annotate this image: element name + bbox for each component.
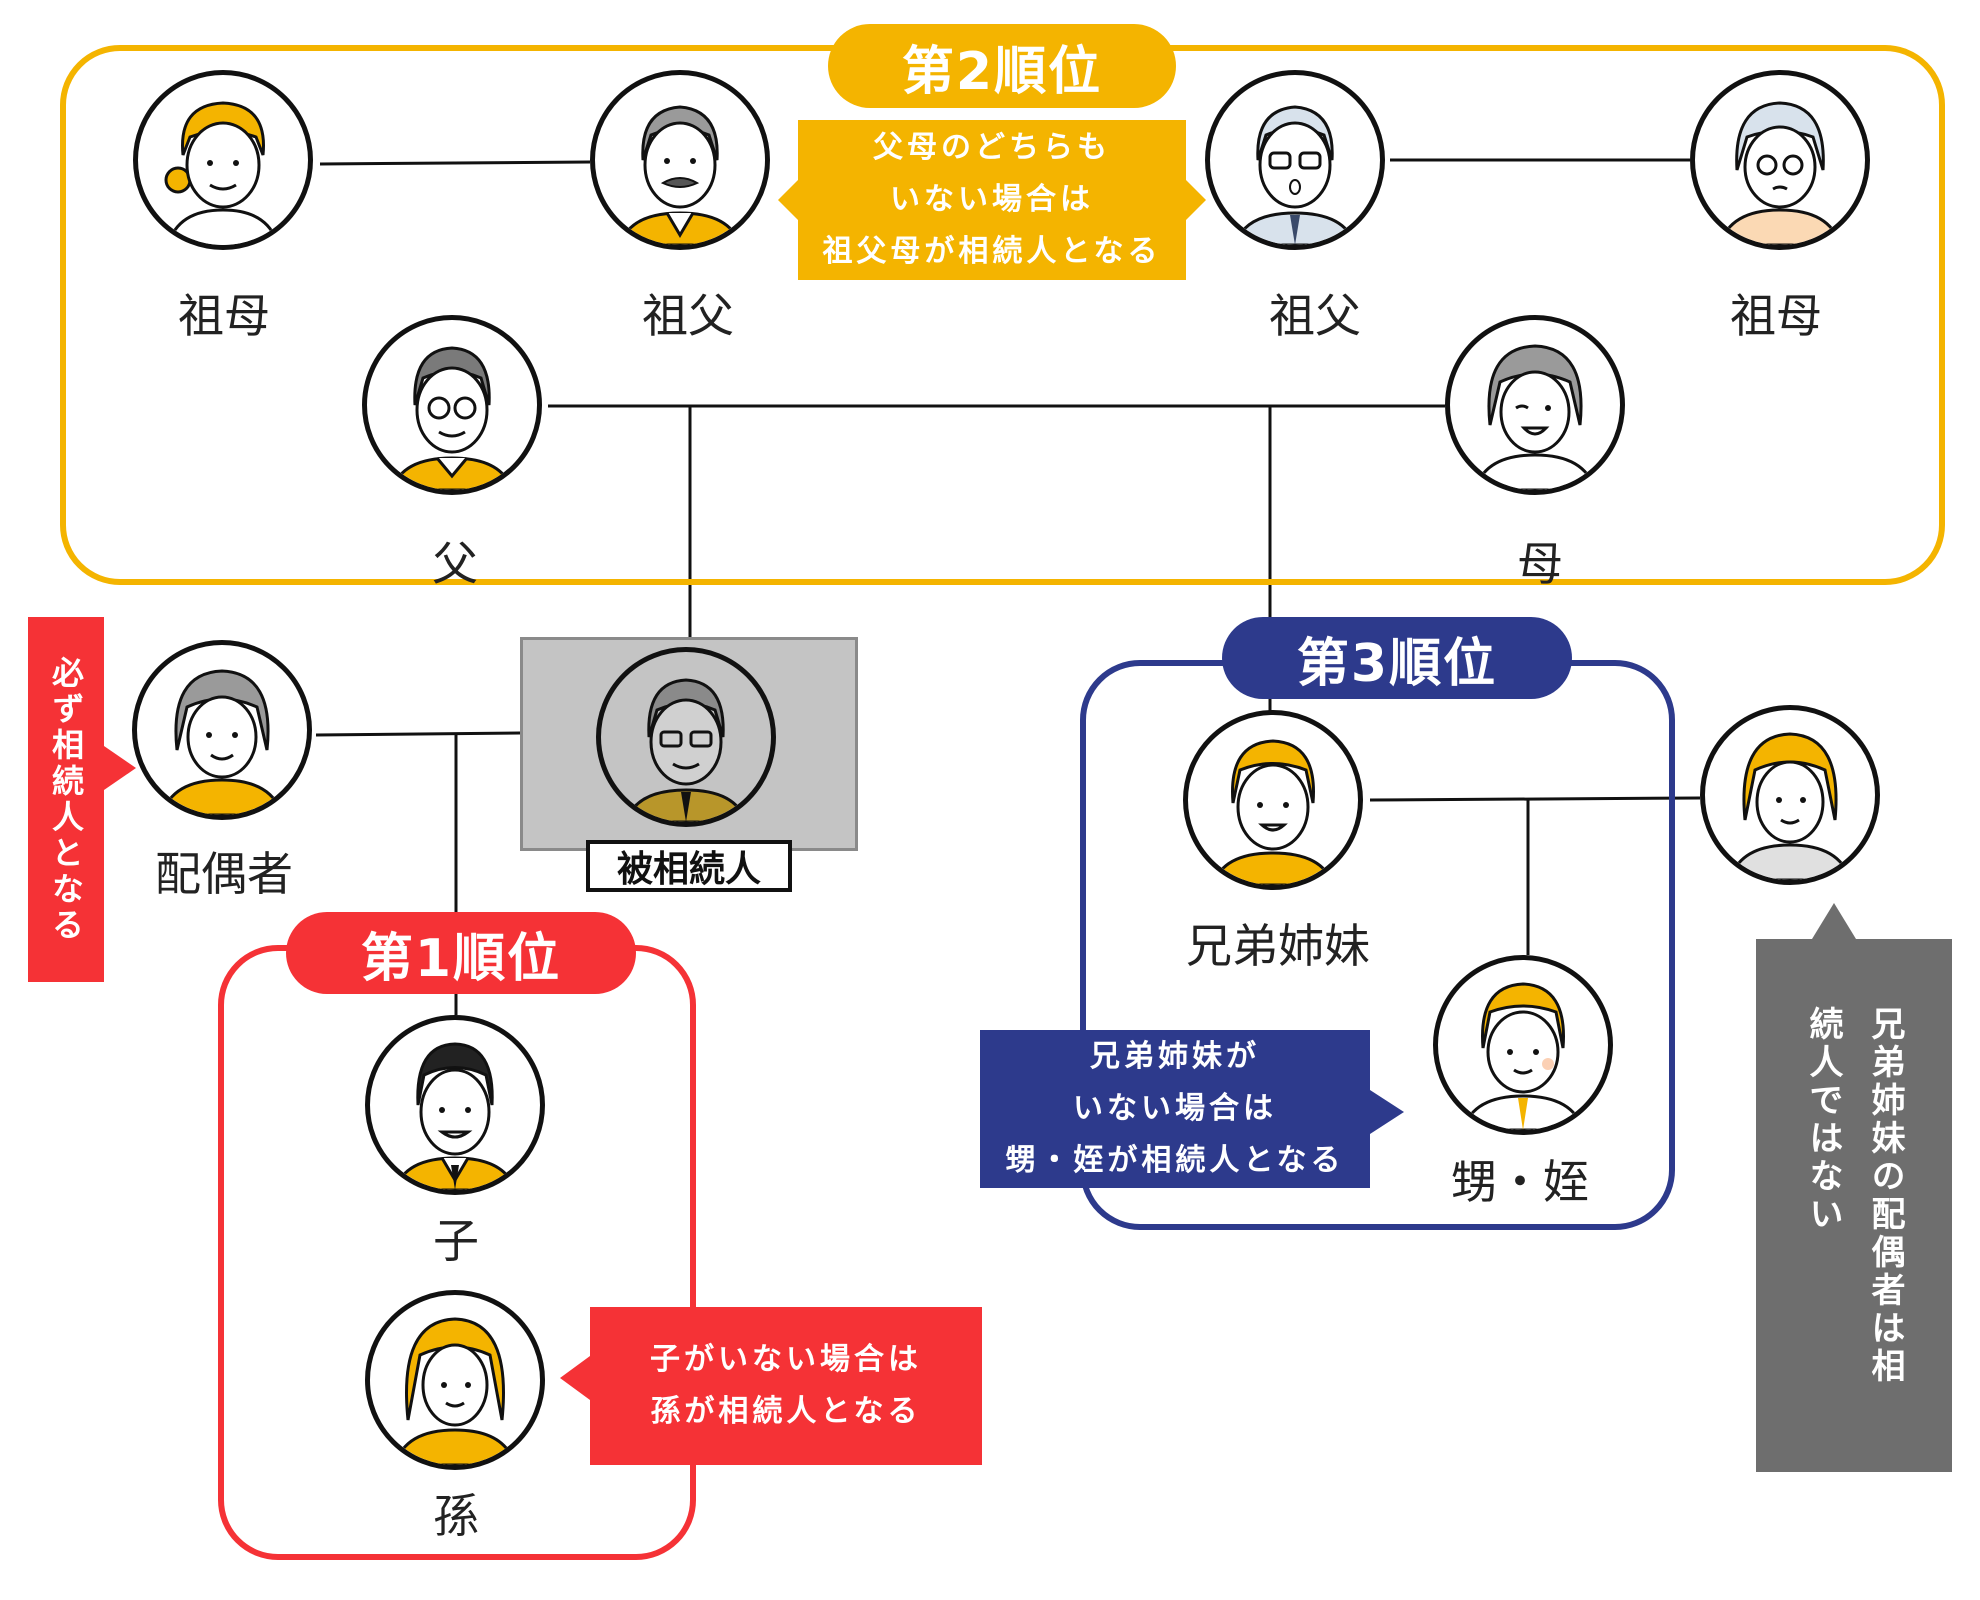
grandparents-paternal-line xyxy=(319,160,591,166)
second-note-arrow-left xyxy=(778,180,798,220)
grandfather-maternal-avatar xyxy=(1205,70,1385,250)
third-rank-badge: 第3順位 xyxy=(1222,617,1572,699)
young-woman-icon xyxy=(1728,732,1852,880)
father-avatar xyxy=(362,315,542,495)
deceased-label-box: 被相続人 xyxy=(586,840,792,892)
mother-label: 母 xyxy=(1517,537,1563,591)
third-note-text: 兄弟姉妹が いない場合は 甥・姪が相続人となる xyxy=(1005,1039,1345,1178)
woman-icon xyxy=(160,669,284,815)
sibling-spouse-note-arrow xyxy=(1812,903,1856,939)
nephew-niece-avatar xyxy=(1433,955,1613,1135)
sibling-spouse-note-text: 兄弟姉妹の配偶者は相続人ではない xyxy=(1803,1005,1905,1386)
boy-icon xyxy=(1461,982,1585,1130)
third-rank-note: 兄弟姉妹が いない場合は 甥・姪が相続人となる xyxy=(980,1030,1370,1188)
first-note-text: 子がいない場合は 孫が相続人となる xyxy=(650,1342,922,1429)
elderly-woman-glasses-icon xyxy=(1718,101,1842,245)
spouse-line xyxy=(315,731,521,737)
elderly-man-mustache-icon xyxy=(618,105,742,245)
grandmother-paternal-avatar xyxy=(133,70,313,250)
spouse-note: 必ず相続人となる xyxy=(28,617,104,982)
man-glasses-icon xyxy=(390,346,514,490)
grandchild-label: 孫 xyxy=(433,1489,479,1543)
mother-avatar xyxy=(1445,315,1625,495)
child-label: 子 xyxy=(433,1214,479,1268)
man-suit-icon xyxy=(393,1042,517,1190)
second-note-text: 父母のどちらも いない場合は 祖父母が相続人となる xyxy=(822,130,1162,269)
spouse-note-arrow xyxy=(104,746,136,790)
elderly-woman-icon xyxy=(164,101,280,245)
spouse-avatar xyxy=(132,640,312,820)
girl-icon xyxy=(393,1317,517,1465)
grandfather-paternal-avatar xyxy=(590,70,770,250)
child-avatar xyxy=(365,1015,545,1195)
grandmother-maternal-label: 祖母 xyxy=(1730,289,1822,343)
sibling-avatar xyxy=(1183,710,1363,890)
sibling-label: 兄弟姉妹 xyxy=(1186,919,1370,973)
sibling-spouse-avatar xyxy=(1700,705,1880,885)
grandfather-paternal-label: 祖父 xyxy=(642,289,734,343)
third-note-arrow xyxy=(1370,1090,1404,1134)
grandmother-maternal-avatar xyxy=(1690,70,1870,250)
spouse-note-text: 必ず相続人となる xyxy=(47,655,85,944)
deceased-avatar xyxy=(596,647,776,827)
second-rank-badge: 第2順位 xyxy=(828,24,1176,108)
deceased-label: 被相続人 xyxy=(616,849,761,890)
woman-grey-hair-icon xyxy=(1473,344,1597,490)
grandmother-paternal-label: 祖母 xyxy=(178,289,270,343)
young-man-icon xyxy=(1211,739,1335,885)
elderly-man-glasses-icon xyxy=(1233,105,1357,245)
sibling-spouse-note: 兄弟姉妹の配偶者は相続人ではない xyxy=(1756,939,1952,1472)
first-note-arrow xyxy=(560,1356,590,1400)
first-rank-note: 子がいない場合は 孫が相続人となる xyxy=(590,1307,982,1465)
second-note-arrow-right xyxy=(1186,180,1206,220)
first-rank-badge: 第1順位 xyxy=(286,912,636,994)
grandfather-maternal-label: 祖父 xyxy=(1269,289,1361,343)
grandchild-avatar xyxy=(365,1290,545,1470)
man-suit-glasses-icon xyxy=(624,678,748,822)
nephew-niece-label: 甥・姪 xyxy=(1451,1155,1589,1209)
spouse-label: 配偶者 xyxy=(155,847,293,901)
second-rank-note: 父母のどちらも いない場合は 祖父母が相続人となる xyxy=(798,120,1186,280)
sibling-spouse-line xyxy=(1369,796,1701,802)
father-label: 父 xyxy=(432,537,478,591)
